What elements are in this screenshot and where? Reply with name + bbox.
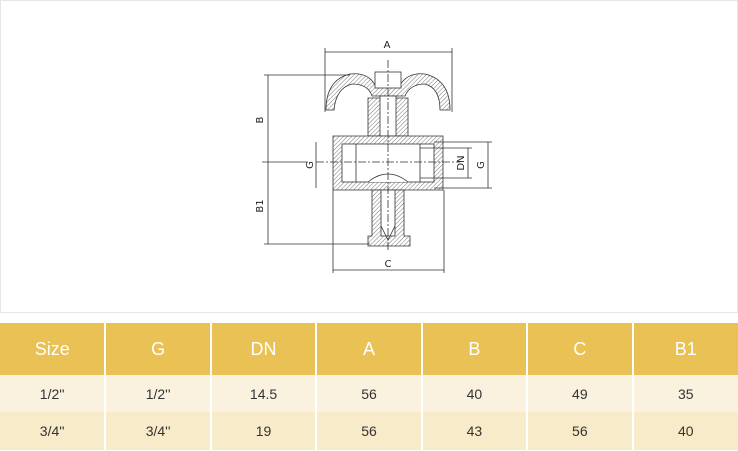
header-c: C: [527, 323, 634, 375]
header-size: Size: [0, 323, 107, 375]
table-row: 1/2'' 1/2'' 14.5 56 40 49 35: [0, 375, 738, 412]
header-dn: DN: [210, 323, 318, 375]
dim-label-b1: B1: [255, 199, 266, 212]
dim-label-g-right: G: [476, 161, 487, 169]
cell: 43: [421, 412, 529, 450]
table-row: 3/4'' 3/4'' 19 56 43 56 40: [0, 412, 738, 450]
cell: 3/4'': [105, 412, 212, 450]
cell: 3/4'': [0, 412, 107, 450]
cell: 19: [210, 412, 318, 450]
dim-label-b: B: [255, 116, 266, 123]
cell: 56: [527, 412, 634, 450]
dim-label-c: C: [385, 259, 392, 270]
header-a: A: [316, 323, 423, 375]
header-b: B: [421, 323, 529, 375]
dim-label-dn: DN: [456, 155, 467, 170]
cell: 56: [316, 375, 423, 412]
valve-technical-drawing: A B B1 C G DN G: [255, 40, 492, 273]
dim-label-g-left: G: [305, 161, 316, 169]
cell: 14.5: [210, 375, 318, 412]
header-g: G: [105, 323, 212, 375]
cell: 35: [632, 375, 738, 412]
dim-label-a: A: [384, 40, 391, 51]
cell: 1/2'': [0, 375, 107, 412]
cell: 49: [527, 375, 634, 412]
cell: 1/2'': [105, 375, 212, 412]
cell: 56: [316, 412, 423, 450]
table-header-row: Size G DN A B C B1: [0, 323, 738, 375]
cell: 40: [421, 375, 529, 412]
cell: 40: [632, 412, 738, 450]
dimensions-table: Size G DN A B C B1 1/2'' 1/2'' 14.5 56 4…: [0, 323, 738, 450]
header-b1: B1: [632, 323, 738, 375]
